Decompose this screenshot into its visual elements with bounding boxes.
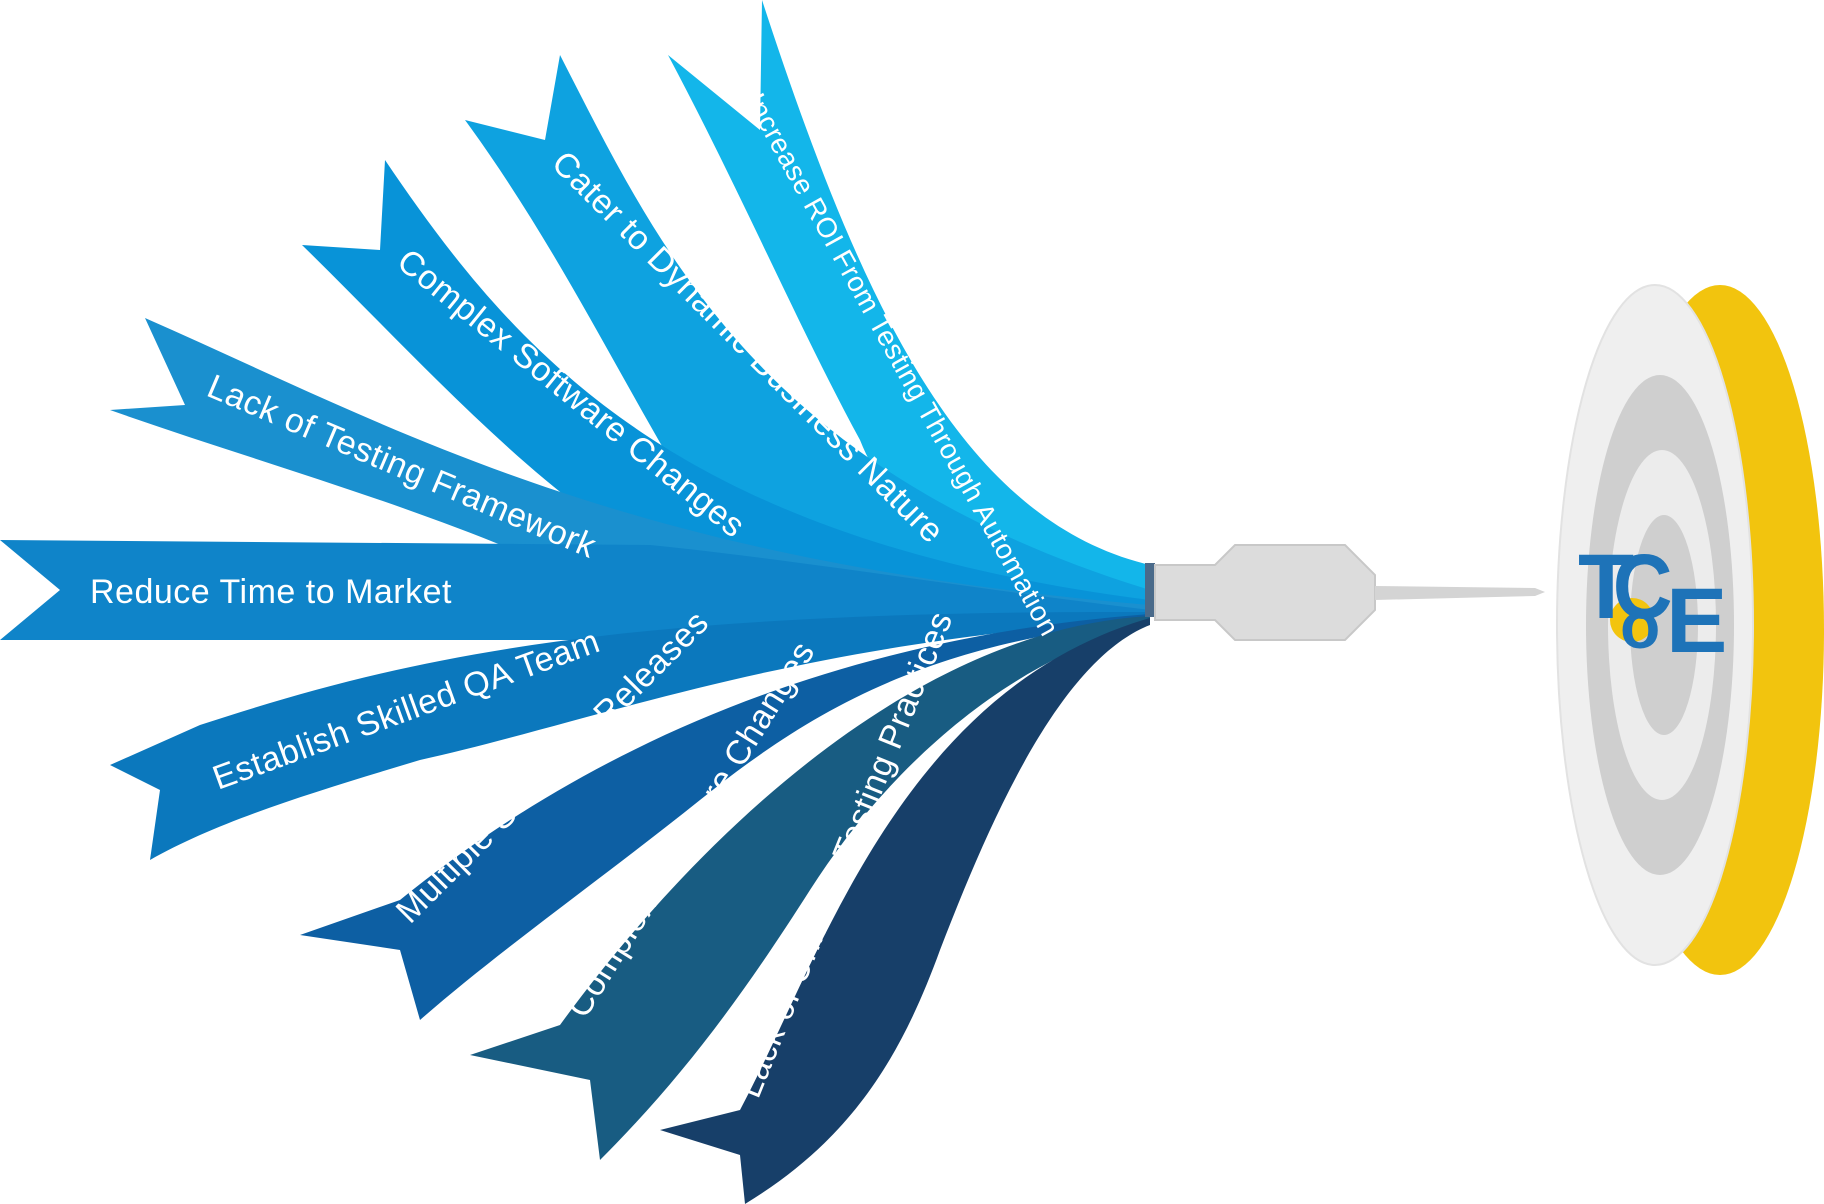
ribbon-skilled-qa <box>110 611 1150 860</box>
ribbon-complex-changes-lower <box>470 616 1150 1160</box>
logo-letter-o: o <box>1620 588 1660 662</box>
ribbon-reduce-time <box>0 540 1150 640</box>
logo-letter-e: E <box>1666 570 1727 672</box>
logo-letter-t: T <box>1578 536 1634 638</box>
ribbon-complex-changes-upper <box>302 160 1150 625</box>
dart-needle <box>1375 586 1545 600</box>
ribbon-uniform-practices <box>660 618 1150 1204</box>
dart <box>1145 544 1545 641</box>
tcoe-logo: T C o E <box>1578 535 1727 672</box>
target-bullseye <box>1610 598 1654 642</box>
dart-barrel <box>1154 544 1376 641</box>
dart-collar <box>1145 563 1155 617</box>
ribbon-multiple-releases <box>300 614 1150 1020</box>
logo-letter-c: C <box>1613 535 1673 638</box>
ribbon-cater-dynamic <box>465 55 1150 623</box>
target <box>1556 284 1824 975</box>
ribbon-label: Reduce Time to Market <box>90 573 452 611</box>
ribbon-increase-roi <box>668 0 1150 616</box>
target-ring-inner <box>1630 515 1698 735</box>
